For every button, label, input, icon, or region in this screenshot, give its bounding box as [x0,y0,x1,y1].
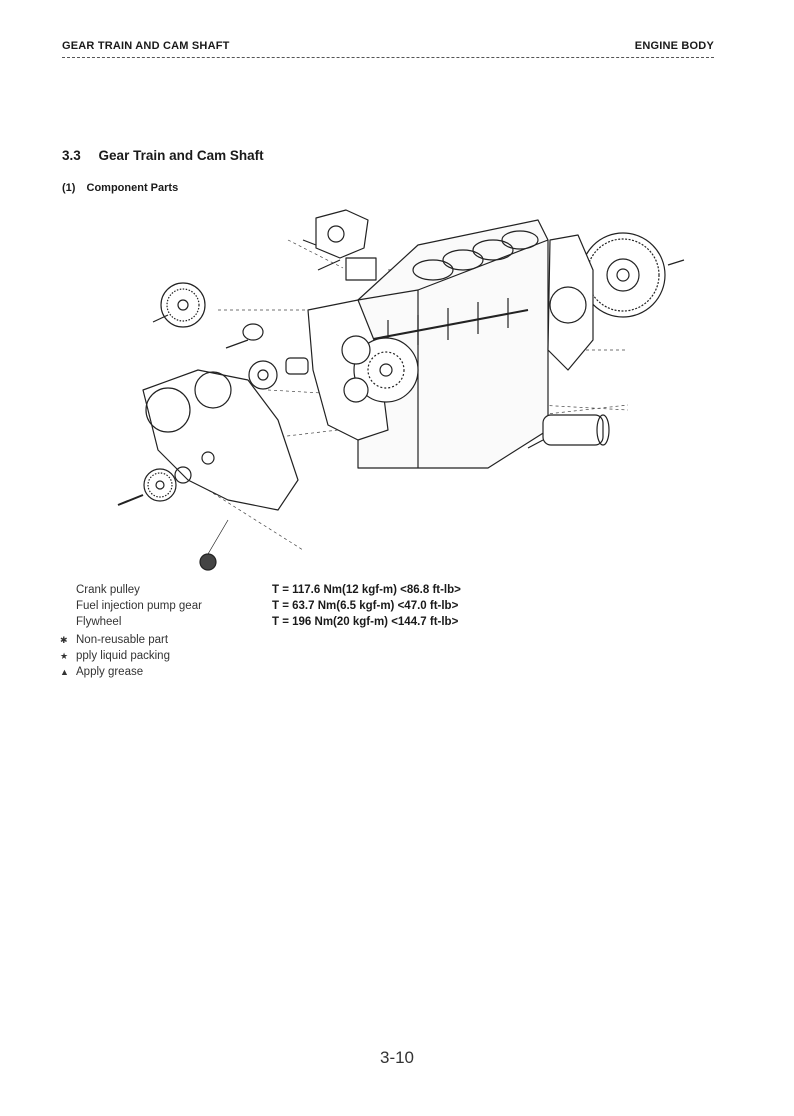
legend-row: ★ pply liquid packing [60,648,170,664]
flywheel [580,232,685,318]
water-pump [225,323,309,390]
section-heading: 3.3 Gear Train and Cam Shaft [62,148,264,163]
timing-gear-case [307,299,419,441]
legend-text: pply liquid packing [76,650,170,662]
symbol-legend: ✱ Non-reusable part ★ pply liquid packin… [60,632,170,680]
section-title: Gear Train and Cam Shaft [98,148,264,163]
grease-icon: ▲ [60,667,69,677]
legend-text: Apply grease [76,666,144,678]
subsection-number: (1) [62,182,76,194]
legend-row: ✱ Non-reusable part [60,632,170,648]
section-number: 3.3 [62,148,81,163]
flywheel-housing [547,234,594,371]
starter-motor [527,414,610,449]
subsection-title: Component Parts [86,182,179,194]
spec-value: T = 196 Nm(20 kgf-m) <144.7 ft-lb> [272,616,459,628]
running-header-right: ENGINE BODY [634,40,714,52]
crank-pulley [117,466,192,506]
non-reusable-icon: ✱ [60,635,68,645]
gear-case-cover [142,369,299,511]
spec-value: T = 63.7 Nm(6.5 kgf-m) <47.0 ft-lb> [272,600,459,612]
spec-label: Crank pulley [76,584,140,596]
spec-label: Fuel injection pump gear [76,600,202,612]
fuel-injection-pump [302,209,377,281]
exploded-engine-diagram [117,209,685,571]
page-number: 3-10 [379,1048,415,1067]
legend-row: ▲ Apply grease [60,664,170,680]
spec-row: Flywheel T = 196 Nm(20 kgf-m) <144.7 ft-… [60,614,461,630]
header-rule [62,57,714,58]
legend-text: Non-reusable part [76,634,169,646]
liquid-packing-icon: ★ [60,651,69,661]
torque-spec-table: Crank pulley T = 117.6 Nm(12 kgf-m) <86.… [60,582,461,630]
running-header-left: GEAR TRAIN AND CAM SHAFT [62,40,230,52]
spec-label: Flywheel [76,616,122,628]
idle-gear [152,282,206,328]
oil-seal [199,553,217,571]
spec-row: Fuel injection pump gear T = 63.7 Nm(6.5… [60,598,461,614]
subsection-heading: (1) Component Parts [62,182,178,194]
spec-row: Crank pulley T = 117.6 Nm(12 kgf-m) <86.… [60,582,461,598]
spec-value: T = 117.6 Nm(12 kgf-m) <86.8 ft-lb> [272,584,461,596]
